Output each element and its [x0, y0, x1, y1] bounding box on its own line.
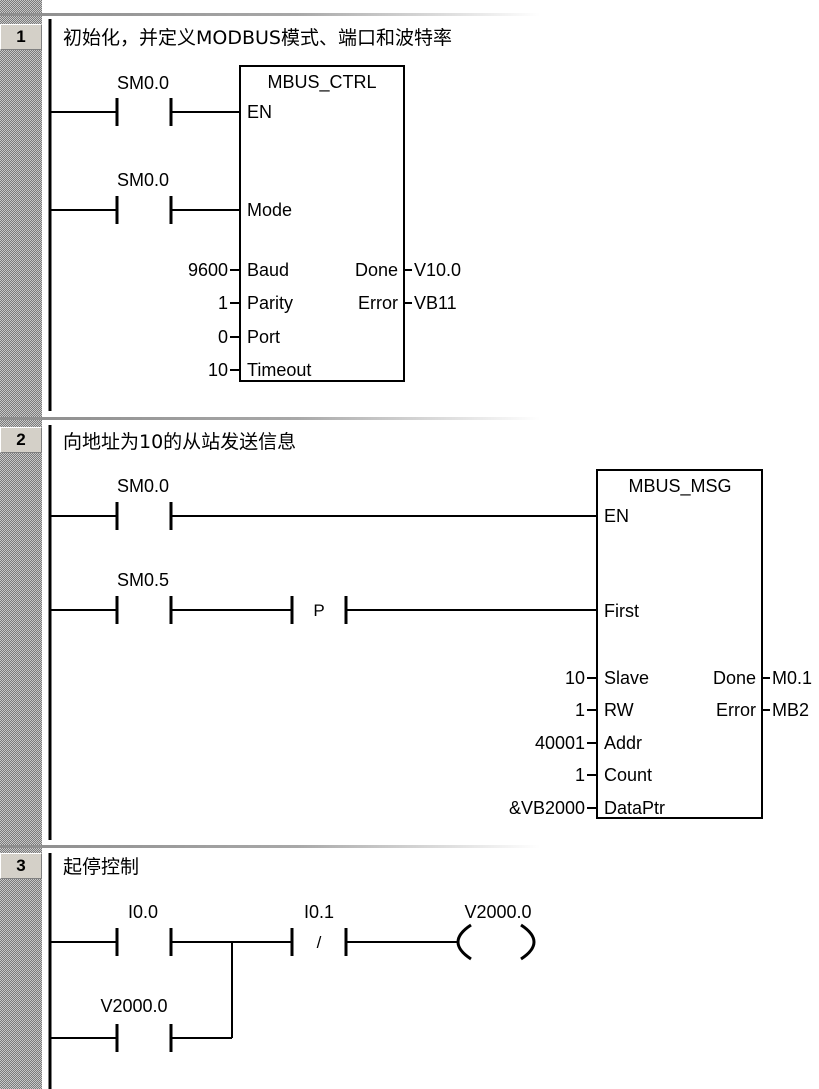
pin-label: Timeout	[247, 360, 311, 380]
network-3-header[interactable]: 3	[0, 853, 42, 879]
pin-label: Done	[355, 260, 398, 280]
network-separator	[0, 845, 540, 848]
pin-label: Error	[358, 293, 398, 313]
network-gutter	[0, 0, 42, 1089]
normally-open-contact[interactable]	[115, 1024, 173, 1052]
network-separator	[0, 417, 540, 420]
contact-symbol: P	[313, 601, 324, 620]
output-coil[interactable]	[456, 923, 536, 961]
pin-label: Addr	[604, 733, 642, 753]
pin-operand[interactable]: MB2	[772, 700, 809, 720]
pin-label: Port	[247, 327, 280, 347]
pin-operand[interactable]: 1	[218, 293, 228, 313]
network-2: 向地址为10的从站发送信息 SM0.0 SM0.5 P MBUS_MSG EN …	[48, 425, 812, 840]
pin-label: EN	[604, 506, 629, 526]
normally-open-contact[interactable]	[115, 596, 173, 624]
contact-address[interactable]: V2000.0	[100, 996, 167, 1016]
block-name: MBUS_CTRL	[267, 72, 376, 93]
pin-label: First	[604, 601, 639, 621]
pin-stubs	[230, 269, 412, 371]
positive-transition-contact[interactable]	[290, 596, 348, 624]
contact-address[interactable]: I0.0	[128, 902, 158, 922]
network-3-comment[interactable]: 起停控制	[63, 856, 139, 878]
network-2-comment[interactable]: 向地址为10的从站发送信息	[63, 431, 296, 453]
contact-address[interactable]: SM0.0	[117, 73, 169, 93]
pin-operand[interactable]: 40001	[535, 733, 585, 753]
normally-open-contact[interactable]	[115, 928, 173, 956]
pin-stubs	[587, 677, 770, 809]
pin-operand[interactable]: 1	[575, 765, 585, 785]
contact-address[interactable]: SM0.0	[117, 170, 169, 190]
pin-operand[interactable]: 1	[575, 700, 585, 720]
pin-operand[interactable]: 10	[208, 360, 228, 380]
block-name: MBUS_MSG	[628, 476, 731, 497]
normally-open-contact[interactable]	[115, 502, 173, 530]
pin-operand[interactable]: M0.1	[772, 668, 812, 688]
network-1: 初始化，并定义MODBUS模式、端口和波特率 SM0.0 SM0.0 MBUS_…	[48, 19, 461, 411]
pin-label: Done	[713, 668, 756, 688]
normally-open-contact[interactable]	[115, 98, 173, 126]
normally-open-contact[interactable]	[115, 196, 173, 224]
pin-operand[interactable]: 10	[565, 668, 585, 688]
pin-operand[interactable]: V10.0	[414, 260, 461, 280]
normally-closed-contact[interactable]	[290, 928, 348, 956]
network-1-header[interactable]: 1	[0, 24, 42, 50]
pin-operand[interactable]: VB11	[414, 293, 457, 313]
pin-label: Slave	[604, 668, 649, 688]
pin-label: Mode	[247, 200, 292, 220]
wire	[50, 941, 458, 1039]
coil-address[interactable]: V2000.0	[464, 902, 531, 922]
pin-operand[interactable]: &VB2000	[509, 798, 585, 818]
mbus-ctrl-block[interactable]	[239, 65, 405, 382]
contact-address[interactable]: I0.1	[304, 902, 334, 922]
pin-label: RW	[604, 700, 634, 720]
network-1-comment[interactable]: 初始化，并定义MODBUS模式、端口和波特率	[63, 27, 452, 49]
network-2-header[interactable]: 2	[0, 427, 42, 453]
contact-symbol: /	[317, 933, 322, 952]
contact-address[interactable]: SM0.0	[117, 476, 169, 496]
pin-label: EN	[247, 102, 272, 122]
pin-operand[interactable]: 0	[218, 327, 228, 347]
pin-label: DataPtr	[604, 798, 665, 818]
network-separator	[0, 13, 540, 16]
pin-label: Baud	[247, 260, 289, 280]
pin-label: Count	[604, 765, 652, 785]
contact-address[interactable]: SM0.5	[117, 570, 169, 590]
pin-operand[interactable]: 9600	[188, 260, 228, 280]
wire	[50, 515, 597, 611]
pin-label: Parity	[247, 293, 293, 313]
pin-label: Error	[716, 700, 756, 720]
mbus-msg-block[interactable]	[596, 469, 763, 819]
network-3: 起停控制 I0.0 / I0.1 V2000.0 V2000.0	[48, 853, 536, 1089]
wire	[50, 111, 240, 211]
